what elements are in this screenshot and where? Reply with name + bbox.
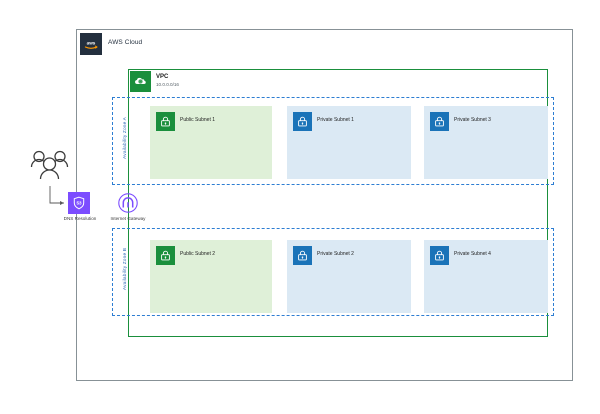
internet-gateway-label: Internet Gateway [110, 216, 146, 221]
route53-icon[interactable]: 53 [68, 192, 90, 214]
lock-icon [430, 246, 449, 265]
subnet-label: Private Subnet 1 [317, 117, 354, 123]
vpc-label: VPC [156, 74, 169, 80]
lock-icon [293, 246, 312, 265]
vpc-cidr-label: 10.0.0.0/16 [156, 81, 179, 87]
lock-icon [156, 246, 175, 265]
users-group-icon [28, 148, 72, 184]
subnet-private-subnet-2[interactable]: Private Subnet 2 [287, 240, 411, 313]
aws-cloud-label: AWS Cloud [108, 39, 143, 46]
subnet-private-subnet-1[interactable]: Private Subnet 1 [287, 106, 411, 179]
lock-icon [430, 112, 449, 131]
availability-zone-a-label: Availability Zone A [123, 117, 128, 159]
subnet-private-subnet-3[interactable]: Private Subnet 3 [424, 106, 548, 179]
lock-icon [156, 112, 175, 131]
internet-gateway-icon[interactable] [117, 192, 139, 214]
svg-text:aws: aws [87, 40, 96, 45]
availability-zone-b-label: Availability Zone B [123, 247, 128, 291]
dns-resolution-label: DNS Resolution [63, 216, 97, 221]
subnet-label: Private Subnet 3 [454, 117, 491, 123]
subnet-public-subnet-1[interactable]: Public Subnet 1 [150, 106, 272, 179]
aws-logo-icon: aws [80, 33, 102, 55]
subnet-label: Private Subnet 4 [454, 251, 491, 257]
availability-zone-b: Availability Zone B [112, 228, 554, 316]
subnet-label: Public Subnet 2 [180, 251, 216, 257]
svg-text:53: 53 [76, 201, 82, 206]
subnet-public-subnet-2[interactable]: Public Subnet 2 [150, 240, 272, 313]
lock-icon [293, 112, 312, 131]
subnet-label: Public Subnet 1 [180, 117, 216, 123]
subnet-private-subnet-4[interactable]: Private Subnet 4 [424, 240, 548, 313]
availability-zone-a: Availability Zone A [112, 97, 554, 185]
vpc-cloud-icon [130, 71, 151, 92]
subnet-label: Private Subnet 2 [317, 251, 354, 257]
